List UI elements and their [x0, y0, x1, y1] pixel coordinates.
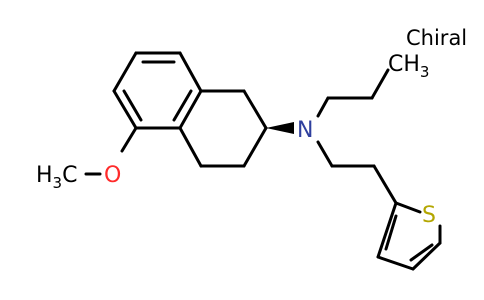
bond: [376, 255, 415, 271]
bond: [242, 126, 268, 168]
bond-double-inner: [409, 243, 434, 262]
methyl-group-left: H3C: [36, 163, 77, 192]
methyl-top-subscript: 3: [420, 63, 430, 81]
bond: [376, 201, 398, 259]
bond-double-inner: [172, 89, 193, 122]
methyl-group-top: CH3: [388, 52, 429, 81]
nitrogen-atom: N: [297, 118, 313, 143]
bond: [394, 201, 422, 214]
bond-double-inner: [122, 89, 143, 122]
methyl-left-h: H: [36, 163, 53, 188]
bond: [112, 89, 138, 130]
bond: [372, 164, 398, 205]
bond: [242, 89, 268, 130]
bond: [120, 126, 138, 153]
bond-double-inner: [384, 214, 398, 251]
bond: [316, 140, 334, 168]
methyl-top-ch: CH: [388, 52, 420, 77]
bond: [178, 51, 203, 93]
bond: [316, 96, 330, 118]
methyl-left-subscript: 3: [53, 174, 63, 192]
bond: [411, 241, 442, 271]
bond: [112, 51, 138, 93]
oxygen-atom: O: [104, 163, 121, 188]
sulfur-atom: S: [422, 203, 436, 228]
bond: [178, 126, 203, 168]
wedge-bond: [266, 122, 294, 134]
bond-layer: [84, 51, 442, 271]
atom-labels: Chiral N O S H3C CH3: [36, 26, 467, 228]
bond: [178, 89, 203, 130]
methyl-left-c: C: [62, 163, 77, 188]
bond: [370, 68, 390, 100]
chiral-label: Chiral: [406, 26, 467, 50]
